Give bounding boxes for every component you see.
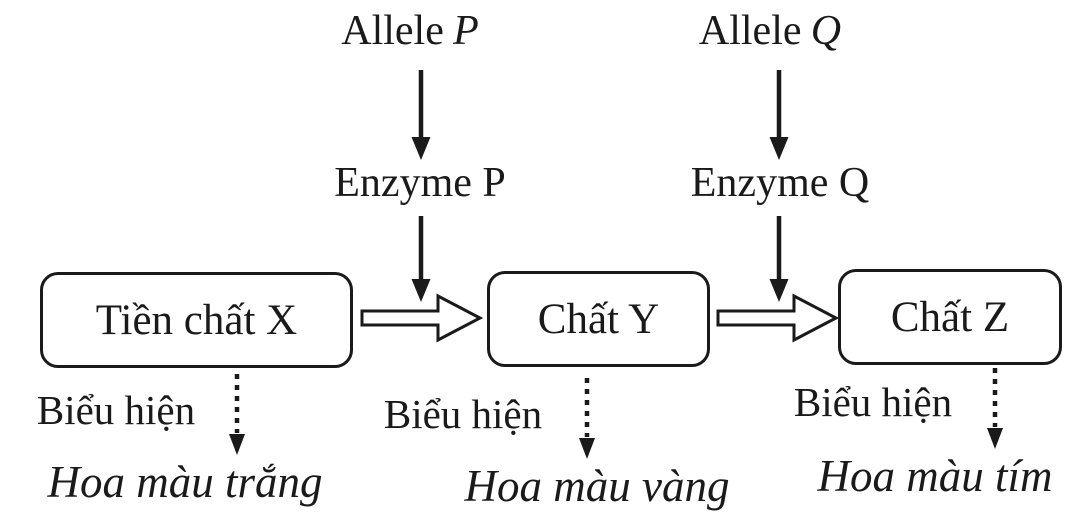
allele-p-down-arrow-icon [411, 70, 431, 160]
substrate-z-label: Chất Z [890, 293, 1010, 341]
enzyme-q-down-arrow-icon [769, 216, 789, 302]
enzyme-p-label: Enzyme P [334, 160, 506, 206]
reaction-arrow-y-to-z-icon [716, 293, 840, 343]
reaction-arrow-x-to-y-icon [360, 293, 484, 343]
substrate-x-label: Tiền chất X [95, 296, 298, 344]
phenotype-label-purple: Hoa màu tím [817, 451, 1053, 501]
substrate-box-z: Chất Z [838, 269, 1062, 365]
allele-p-prefix: Allele [341, 8, 444, 54]
phenotype-label-white: Hoa màu trắng [47, 457, 323, 507]
allele-p-symbol: P [453, 8, 479, 54]
expression-label-x: Biểu hiện [36, 387, 196, 433]
allele-q-symbol: Q [810, 8, 842, 54]
allele-q-prefix: Allele [698, 8, 802, 54]
expression-label-y: Biểu hiện [383, 391, 543, 437]
allele-q-down-arrow-icon [769, 70, 789, 160]
enzyme-p-down-arrow-icon [411, 216, 431, 302]
substrate-y-label: Chất Y [537, 295, 660, 343]
enzyme-q-label: Enzyme Q [690, 160, 870, 206]
expression-label-z: Biểu hiện [793, 379, 953, 425]
substrate-box-x: Tiền chất X [40, 272, 353, 368]
phenotype-label-yellow: Hoa màu vàng [464, 461, 730, 511]
substrate-box-y: Chất Y [487, 271, 710, 367]
